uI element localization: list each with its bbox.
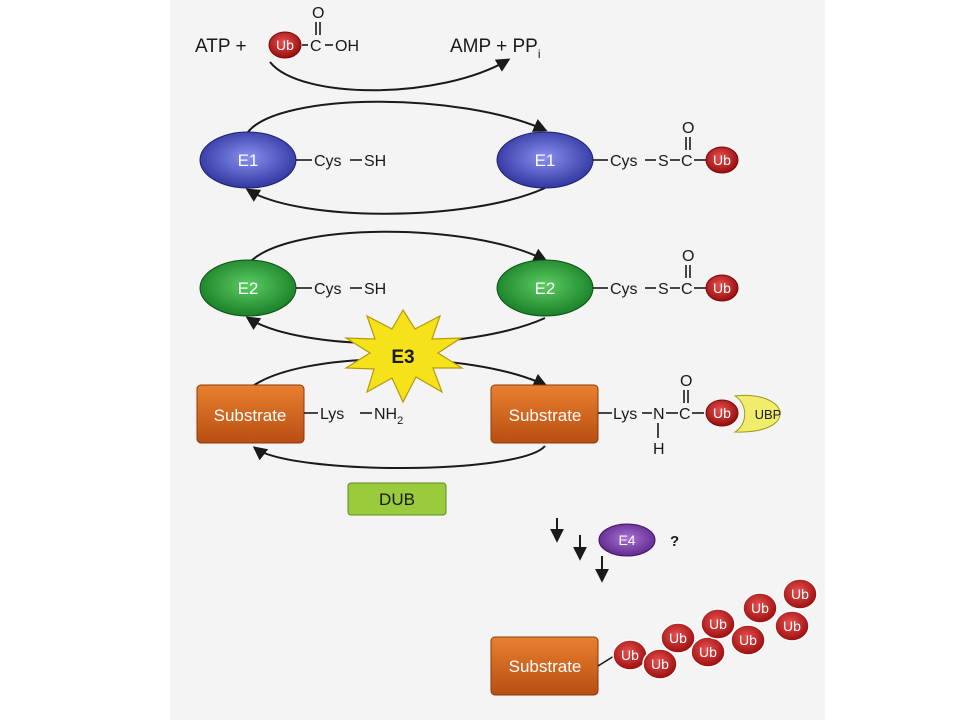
svg-text:Ub: Ub <box>276 37 294 53</box>
svg-text:E1: E1 <box>238 151 259 170</box>
svg-text:Ub: Ub <box>713 152 731 168</box>
lys-right: Lys <box>613 406 637 423</box>
svg-text:Ub: Ub <box>739 632 757 648</box>
e1-cys-left: Cys <box>314 153 342 170</box>
e3-ligase: E3 <box>343 308 465 404</box>
e1-enzyme-right: E1 <box>496 131 594 189</box>
poly-ub-unit: Ub <box>612 639 648 671</box>
atp-label: ATP + <box>195 36 247 57</box>
poly-ub-unit: Ub <box>642 648 678 680</box>
e2-enzyme-right: E2 <box>496 259 594 317</box>
e2-enzyme-left: E2 <box>199 259 297 317</box>
e2-sh-left: SH <box>364 281 386 298</box>
amide-h: H <box>653 441 665 458</box>
poly-ub-unit: Ub <box>774 610 810 642</box>
e1-return-arrow <box>245 187 546 215</box>
substrate-left: Substrate <box>196 384 305 444</box>
svg-text:E2: E2 <box>238 279 259 298</box>
svg-text:E3: E3 <box>391 347 414 368</box>
substrate-right: Substrate <box>490 384 599 444</box>
amp-label: AMP + PPi <box>450 36 541 61</box>
svg-text:Substrate: Substrate <box>509 657 582 676</box>
svg-text:E1: E1 <box>535 151 556 170</box>
dub-enzyme: DUB <box>347 482 447 516</box>
carboxyl-o-label: O <box>312 5 324 22</box>
e1-activation-arrow <box>247 100 548 133</box>
svg-text:Ub: Ub <box>709 616 727 632</box>
poly-ub-unit: Ub <box>742 592 778 624</box>
e1-sh-left: SH <box>364 153 386 170</box>
diagram-panel <box>170 0 825 720</box>
e2-thioester-c: C <box>681 281 693 298</box>
ubp-protein: UBP <box>733 394 782 433</box>
e1-enzyme-left: E1 <box>199 131 297 189</box>
ub-on-e2: Ub <box>705 274 739 302</box>
svg-text:Ub: Ub <box>751 600 769 616</box>
poly-ub-unit: Ub <box>782 578 818 610</box>
svg-text:Ub: Ub <box>621 647 639 663</box>
e2-thioester-o: O <box>682 248 694 265</box>
e1-cys-right: Cys <box>610 153 638 170</box>
amide-c: C <box>679 406 691 423</box>
svg-text:Substrate: Substrate <box>509 406 582 425</box>
oh-label: OH <box>335 38 359 55</box>
atp-hydrolysis-arrow <box>269 58 511 92</box>
ub-on-substrate: Ub <box>705 399 739 427</box>
svg-text:Ub: Ub <box>791 586 809 602</box>
e4-enzyme: E4 <box>598 523 656 557</box>
ub-free: Ub <box>268 31 302 59</box>
svg-text:Substrate: Substrate <box>214 406 287 425</box>
ub-on-e1: Ub <box>705 146 739 174</box>
carboxyl-c-label: C <box>310 38 322 55</box>
dub-return-arrow <box>252 445 546 469</box>
poly-ub-unit: Ub <box>700 608 736 640</box>
svg-text:Ub: Ub <box>783 618 801 634</box>
e1-s-right: S <box>658 153 669 170</box>
svg-text:E4: E4 <box>618 532 635 548</box>
svg-text:DUB: DUB <box>379 490 415 509</box>
svg-text:Ub: Ub <box>713 405 731 421</box>
svg-text:Ub: Ub <box>699 644 717 660</box>
e4-question-mark: ? <box>670 533 679 550</box>
e2-cys-right: Cys <box>610 281 638 298</box>
e2-transfer-arrow <box>249 230 548 263</box>
e1-thioester-c: C <box>681 153 693 170</box>
substrate-polyub: Substrate <box>490 636 599 696</box>
svg-text:E2: E2 <box>535 279 556 298</box>
poly-ub-unit: Ub <box>660 622 696 654</box>
svg-text:Ub: Ub <box>651 656 669 672</box>
amide-n: N <box>653 406 665 423</box>
lys-left: Lys <box>320 406 344 423</box>
e1-thioester-o: O <box>682 120 694 137</box>
e2-cys-left: Cys <box>314 281 342 298</box>
svg-text:Ub: Ub <box>713 280 731 296</box>
svg-text:UBP: UBP <box>755 407 782 422</box>
poly-ub-unit: Ub <box>730 624 766 656</box>
e2-s-right: S <box>658 281 669 298</box>
nh2-left: NH2 <box>374 406 403 427</box>
amide-o: O <box>680 373 692 390</box>
poly-ub-unit: Ub <box>690 636 726 668</box>
svg-text:Ub: Ub <box>669 630 687 646</box>
